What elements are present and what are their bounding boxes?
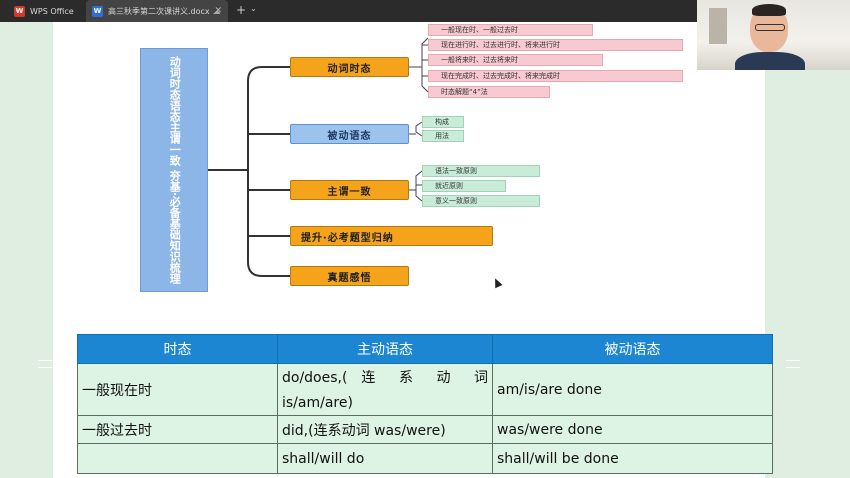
tab-wps-label: WPS Office bbox=[30, 6, 74, 16]
mindmap-leaf: 用法 bbox=[422, 130, 464, 142]
table-cell-passive: am/is/are done bbox=[492, 363, 773, 416]
mindmap-branch-agreement: 主谓一致 bbox=[290, 180, 409, 200]
table-row: 一般过去时 did,(连系动词 was/were) was/were done bbox=[77, 415, 773, 444]
presenter-glasses bbox=[755, 24, 785, 31]
table-row: shall/will do shall/will be done bbox=[77, 443, 773, 474]
table-cell-active: shall/will do bbox=[277, 443, 493, 474]
table-cell-active: do/does,( 连 系 动 词 is/am/are) bbox=[277, 363, 493, 416]
page-margin-marker-left bbox=[38, 360, 52, 368]
table-cell-tense: 一般过去时 bbox=[77, 415, 278, 444]
presenter-hair bbox=[752, 4, 786, 16]
table-header: 时态 bbox=[77, 334, 278, 364]
mindmap-leaf: 时态解题“4”法 bbox=[428, 86, 550, 98]
table-cell-passive: shall/will be done bbox=[492, 443, 773, 474]
tab-menu-chevron-icon[interactable]: ⌄ bbox=[250, 4, 257, 13]
close-tab-icon[interactable]: ✕ bbox=[214, 6, 222, 16]
mindmap-leaf: 构成 bbox=[422, 116, 464, 128]
table-cell-active-line: is/am/are) bbox=[282, 394, 353, 411]
tab-document[interactable]: W 高三秋季第二次课讲义.docx ☁ ✕ bbox=[86, 0, 228, 22]
wps-logo-icon: W bbox=[14, 5, 25, 17]
mindmap-branch-improve: 提升·必考题型归纳 bbox=[290, 226, 493, 246]
presenter-shirt bbox=[735, 52, 805, 70]
mindmap-leaf: 就近原则 bbox=[422, 180, 506, 192]
table-cell-active: did,(连系动词 was/were) bbox=[277, 415, 493, 444]
tab-wps-office[interactable]: W WPS Office bbox=[14, 0, 84, 22]
table-header: 主动语态 bbox=[277, 334, 493, 364]
table-cell-passive: was/were done bbox=[492, 415, 773, 444]
mindmap-leaf: 一般将来时、过去将来时 bbox=[428, 54, 603, 66]
tab-bar: W WPS Office W 高三秋季第二次课讲义.docx ☁ ✕ + ⌄ bbox=[0, 0, 850, 22]
table-header: 被动语态 bbox=[492, 334, 773, 364]
mindmap-leaf: 意义一致原则 bbox=[422, 195, 540, 207]
mindmap-branch-passive: 被动语态 bbox=[290, 124, 409, 144]
mindmap-branch-real-questions: 真题感悟 bbox=[290, 266, 409, 286]
cloud-icon: ☁ bbox=[212, 6, 221, 16]
mindmap-leaf: 现在完成时、过去完成时、将来完成时 bbox=[428, 70, 683, 82]
mindmap-branch-tense: 动词时态 bbox=[290, 57, 409, 77]
tense-table: 时态 主动语态 被动语态 一般现在时 do/does,( 连 系 动 词 is/… bbox=[77, 334, 773, 474]
mindmap-leaf: 语法一致原则 bbox=[422, 165, 540, 177]
table-cell-active-line: do/does,( 连 系 动 词 bbox=[282, 369, 488, 386]
mindmap-leaf: 一般现在时、一般过去时 bbox=[428, 24, 593, 36]
background-frame bbox=[709, 8, 727, 44]
table-cell-tense bbox=[77, 443, 278, 474]
new-tab-icon[interactable]: + bbox=[236, 3, 247, 17]
tab-document-label: 高三秋季第二次课讲义.docx bbox=[108, 6, 210, 16]
word-doc-icon: W bbox=[92, 5, 103, 17]
table-row: 一般现在时 do/does,( 连 系 动 词 is/am/are) am/is… bbox=[77, 363, 773, 416]
webcam-video bbox=[697, 0, 850, 70]
mindmap-central-node: 动词时态语态主谓一致 夯基·必备基础知识梳理 bbox=[140, 48, 208, 292]
table-cell-tense: 一般现在时 bbox=[77, 363, 278, 416]
mindmap-leaf: 现在进行时、过去进行时、将来进行时 bbox=[428, 39, 683, 51]
page-margin-marker-right bbox=[786, 360, 800, 368]
